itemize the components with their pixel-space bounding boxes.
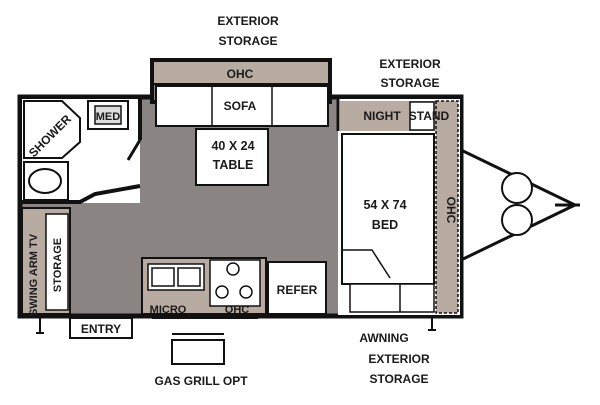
label-ohc-right: OHC (444, 197, 458, 224)
label-med: MED (96, 111, 121, 123)
label-exterior-storage-top-2: STORAGE (218, 34, 277, 48)
label-stand: STAND (409, 109, 450, 123)
bedroom (336, 99, 460, 315)
kitchen (141, 257, 327, 315)
label-gas-grill: GAS GRILL OPT (154, 374, 248, 388)
gas-grill (152, 317, 258, 365)
label-refer: REFER (277, 283, 318, 297)
label-micro: MICRO (150, 304, 187, 316)
tongue-hitch (460, 148, 580, 262)
overhead-cabinet-top (154, 62, 328, 84)
label-bed-size: 54 X 74 (363, 198, 406, 212)
label-ohc-kitchen: OHC (225, 304, 250, 316)
label-ohc-top: OHC (227, 67, 254, 81)
label-sofa: SOFA (224, 99, 257, 113)
sofa (155, 85, 329, 127)
dinette-table (195, 128, 269, 186)
refrigerator (267, 261, 327, 315)
night-stand (409, 101, 435, 131)
label-night: NIGHT (363, 109, 401, 123)
label-awning: AWNING (359, 331, 408, 345)
label-exterior-storage-bottom-1: EXTERIOR (368, 352, 430, 366)
label-exterior-storage-right-1: EXTERIOR (379, 57, 441, 71)
label-swing-arm-tv: SWING ARM TV (28, 233, 40, 316)
bed (341, 133, 435, 285)
label-table-size: 40 X 24 (211, 139, 254, 153)
label-exterior-storage-top-1: EXTERIOR (217, 14, 279, 28)
bathroom (22, 99, 142, 204)
label-bed: BED (372, 218, 398, 232)
label-exterior-storage-right-2: STORAGE (380, 76, 439, 90)
entry-door (36, 317, 133, 339)
label-storage-left: STORAGE (52, 238, 64, 292)
label-table: TABLE (213, 158, 254, 172)
label-exterior-storage-bottom-2: STORAGE (369, 372, 428, 386)
label-entry: ENTRY (81, 322, 121, 336)
left-storage-cabinet (21, 207, 71, 315)
overhead-cabinet-right (435, 100, 459, 314)
